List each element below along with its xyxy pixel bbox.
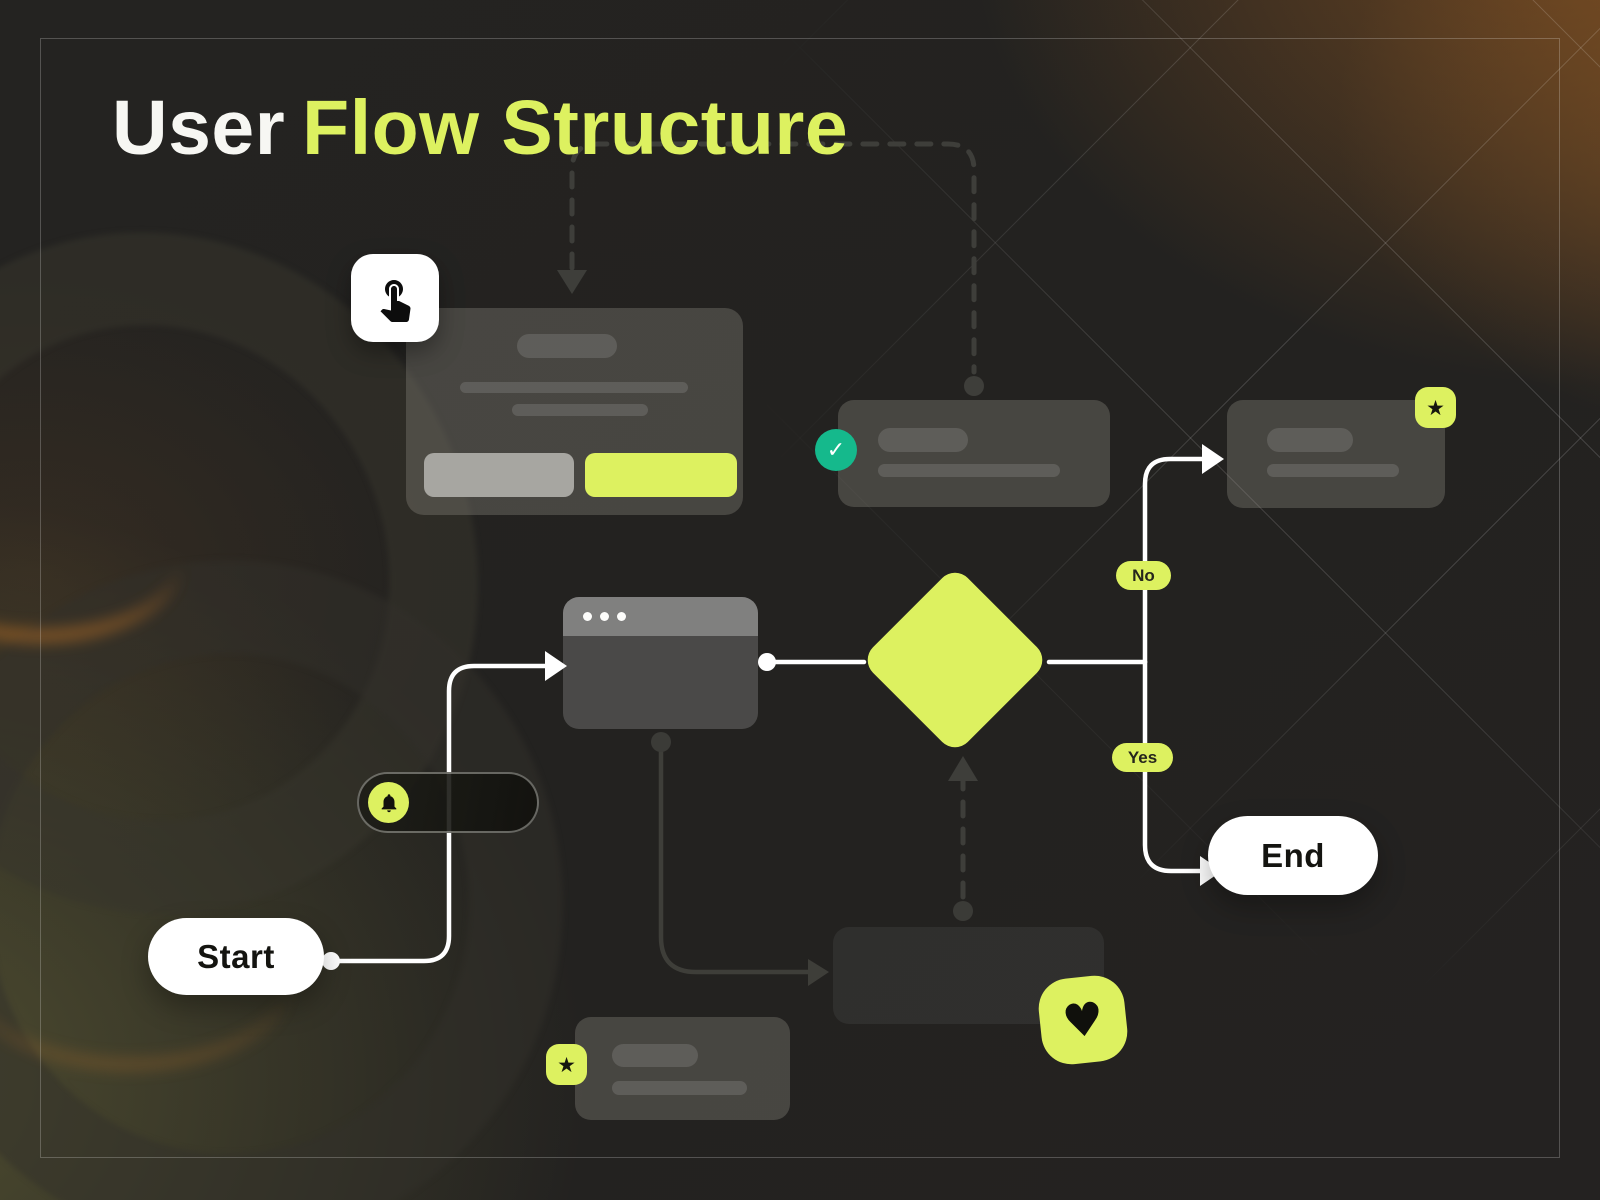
skeleton-line xyxy=(612,1081,747,1095)
star-icon: ★ xyxy=(557,1052,576,1077)
notification-toggle[interactable] xyxy=(357,772,539,833)
decorative-orange-glow xyxy=(0,890,290,1069)
node-card-confirm[interactable]: ✓ xyxy=(815,400,1110,507)
skeleton-line xyxy=(878,464,1060,477)
skeleton-line xyxy=(512,404,648,416)
end-node[interactable]: End xyxy=(1208,816,1378,895)
skeleton-heading xyxy=(1267,428,1353,452)
primary-button-skeleton[interactable] xyxy=(585,453,737,497)
star-icon: ★ xyxy=(1426,395,1445,420)
branch-label-no: No xyxy=(1116,561,1171,590)
skeleton-line xyxy=(1267,464,1399,477)
check-icon: ✓ xyxy=(826,437,846,462)
title-accent-text: Flow Structure xyxy=(302,85,849,171)
skeleton-heading xyxy=(517,334,617,358)
window-dot-icon xyxy=(600,612,609,621)
node-card-action[interactable]: ♥ xyxy=(833,927,1131,1068)
window-dot-icon xyxy=(617,612,626,621)
bell-badge xyxy=(368,782,409,823)
node-card-intro[interactable] xyxy=(406,308,743,515)
end-label: End xyxy=(1261,836,1325,874)
check-badge: ✓ xyxy=(815,429,857,471)
no-label-text: No xyxy=(1132,565,1155,585)
frame-border xyxy=(40,38,1560,1158)
start-node[interactable]: Start xyxy=(148,918,324,995)
heart-icon: ♥ xyxy=(1059,990,1107,1050)
skeleton-line xyxy=(460,382,688,393)
star-badge: ★ xyxy=(1415,387,1456,428)
node-card-result[interactable]: ★ xyxy=(1227,387,1456,508)
star-badge: ★ xyxy=(546,1044,587,1085)
start-label: Start xyxy=(197,937,275,975)
yes-label-text: Yes xyxy=(1127,747,1158,767)
bell-icon xyxy=(381,793,396,812)
heart-badge: ♥ xyxy=(1035,972,1131,1068)
title-plain-text: User xyxy=(112,85,286,171)
window-titlebar xyxy=(563,597,758,636)
window-dot-icon xyxy=(583,612,592,621)
tap-gesture-icon xyxy=(380,280,411,322)
node-card-window[interactable] xyxy=(563,597,758,729)
secondary-button-skeleton[interactable] xyxy=(424,453,574,497)
branch-label-yes: Yes xyxy=(1112,743,1173,772)
node-card-note[interactable]: ★ xyxy=(546,1017,790,1120)
skeleton-heading xyxy=(612,1044,698,1067)
skeleton-heading xyxy=(878,428,968,452)
tap-badge xyxy=(351,254,439,342)
